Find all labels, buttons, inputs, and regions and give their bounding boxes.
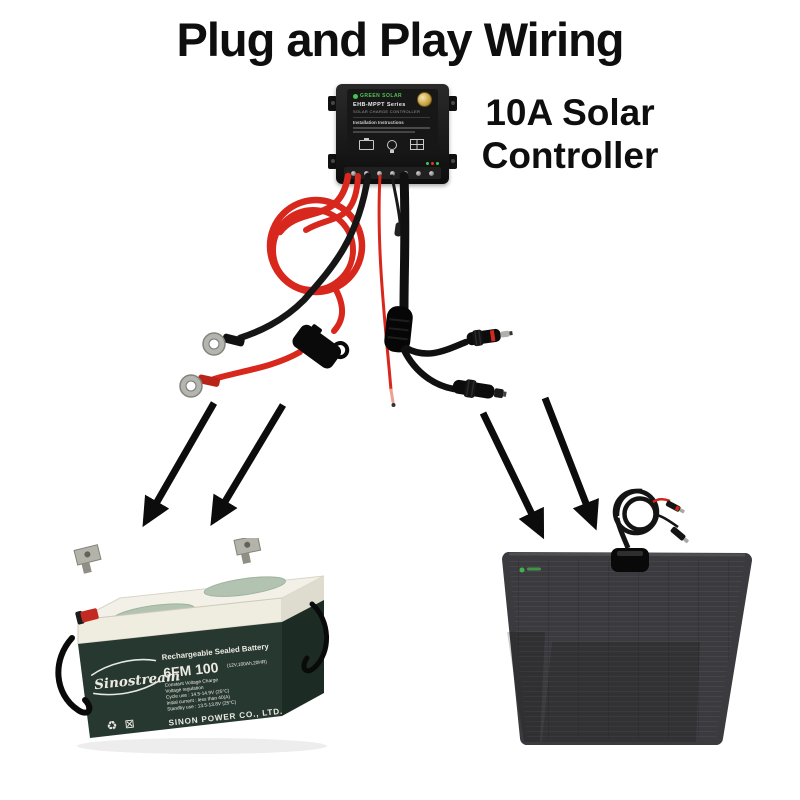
screw-terminal-icon — [351, 170, 356, 176]
solar-panel — [490, 452, 800, 764]
battery-cap-side — [282, 576, 324, 622]
screw-terminal-icon — [364, 170, 369, 176]
battery-model-detail: (12V,100Ah,20HR) — [227, 659, 268, 669]
arrow-to-panel-icon — [541, 396, 599, 531]
divider — [353, 117, 430, 118]
controller-brand: GREEN SOLAR — [360, 93, 403, 99]
battery-wire-black — [236, 172, 372, 342]
mc4-female-connector-icon — [452, 379, 507, 399]
solar-charge-controller: GREEN SOLAR EHB-MPPT Series SOLAR CHARGE… — [328, 84, 457, 184]
led-indicator-green — [426, 162, 429, 165]
certification-badge-icon — [417, 92, 432, 107]
metal-bracket-icon — [233, 538, 262, 565]
ring-terminal-black-icon — [202, 332, 245, 356]
brand-logo-icon — [353, 93, 358, 99]
battery-spec-line: Constant Voltage Charge — [164, 677, 218, 689]
controller-heading: 10A Solar Controller — [481, 92, 659, 176]
fuse-holder — [292, 324, 350, 369]
pv-cable-black — [399, 171, 410, 313]
mounting-flange-icon — [448, 154, 457, 169]
controller-subtitle: SOLAR CHARGE CONTROLLER — [353, 109, 421, 114]
panel-shading — [542, 642, 700, 742]
arrow-to-battery-icon — [210, 403, 287, 527]
arrow-to-panel-icon — [479, 411, 545, 540]
panel-wire-black — [653, 512, 679, 529]
screw-terminal-icon — [416, 170, 421, 176]
sense-wire-red — [377, 174, 396, 407]
rope-handle-icon — [55, 635, 93, 716]
bulb-load-icon — [387, 140, 397, 153]
controller-model: EHB-MPPT Series — [353, 102, 406, 108]
recycle-icon: ♻ — [106, 718, 118, 733]
fine-print-bar — [353, 127, 431, 129]
brand-swoosh-icon — [92, 679, 161, 696]
panel-wire-red — [652, 497, 671, 504]
solar-panel-icon — [410, 139, 424, 150]
sensor-wire-black — [390, 174, 402, 224]
battery-model: 6FM 100 — [163, 659, 220, 681]
no-trash-icon: ⊠ — [124, 716, 135, 731]
battery-icon — [359, 138, 374, 150]
led-indicator-green — [436, 162, 439, 165]
battery-body-side — [282, 600, 324, 716]
arrow-to-battery-icon — [142, 401, 218, 528]
screw-terminal-icon — [390, 170, 395, 176]
battery-body-front — [78, 622, 282, 738]
mounting-flange-icon — [328, 96, 337, 111]
rope-handle-icon — [301, 601, 329, 674]
battery: Sinostream Rechargeable Sealed Battery 6… — [55, 538, 329, 754]
screw-terminal-icon — [377, 170, 382, 176]
led-indicator-red — [431, 162, 434, 165]
mc4-connector-black-icon — [670, 526, 689, 544]
controller-label-plate: GREEN SOLAR EHB-MPPT Series SOLAR CHARGE… — [347, 89, 438, 153]
mounting-flange-icon — [328, 154, 337, 169]
mounting-flange-icon — [448, 96, 457, 111]
mc4-male-connector-icon — [466, 328, 513, 347]
metal-bracket-icon — [73, 544, 102, 574]
panel-shading — [507, 632, 545, 742]
brand-swoosh-icon — [90, 658, 157, 677]
cable-splitter-sleeve — [384, 306, 413, 353]
mc4-connector-red-icon — [665, 500, 685, 514]
page-title: Plug and Play Wiring — [176, 13, 624, 66]
pv-branch-wire — [402, 338, 470, 357]
battery-terminal-red — [75, 608, 99, 625]
panel-logo-icon — [519, 567, 541, 573]
fine-print-bar — [353, 131, 415, 133]
screw-terminal-icon — [429, 170, 434, 176]
panel-cell-texture — [509, 559, 745, 738]
battery-spec-line: Voltage regulation — [165, 685, 204, 695]
pv-branch-wire — [400, 346, 458, 393]
controller-instructions: Installation Instructions — [353, 120, 404, 125]
battery-shadow — [77, 738, 327, 754]
ring-terminal-red-icon — [179, 374, 220, 398]
junction-box — [611, 548, 649, 572]
